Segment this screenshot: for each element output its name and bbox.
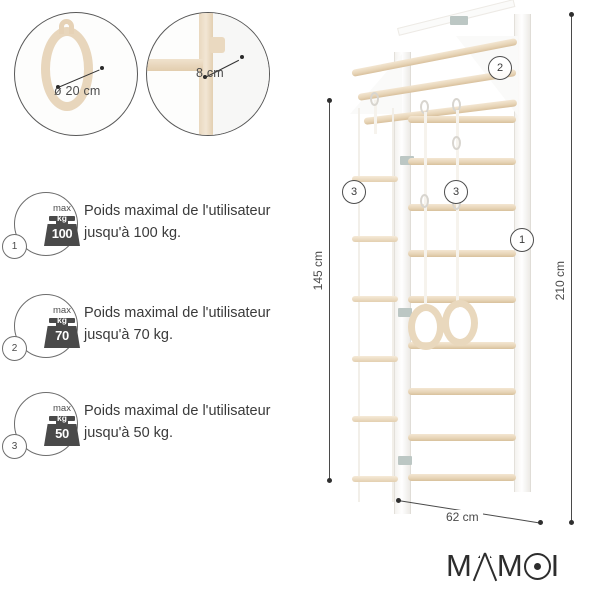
weight-neck [56, 420, 68, 425]
gymnastic-ring [408, 304, 444, 350]
weight-unit: kg [57, 413, 67, 423]
ladder-rung [408, 296, 516, 303]
weight-handle [49, 416, 75, 421]
callout-marker: 3 [342, 180, 366, 204]
dim-endpoint [327, 478, 332, 483]
dim-endpoint [240, 55, 244, 59]
wall-mount-bracket-icon [400, 156, 414, 165]
gymnastic-ring-icon [41, 27, 93, 111]
ladder-rung [408, 388, 516, 395]
ladder-rung [408, 116, 516, 123]
rope-ladder-rung [352, 476, 398, 482]
dimension-line-145 [329, 100, 330, 480]
logo-letter-a [473, 549, 497, 583]
capacity-description: Poids maximal de l'utilisateur jusqu'à 5… [84, 403, 271, 442]
dim-endpoint [327, 98, 332, 103]
dim-endpoint [396, 498, 401, 503]
weight-value: 50 [55, 426, 69, 441]
weight-glyph: 100 kg [44, 213, 80, 246]
weight-value: 100 [51, 226, 73, 241]
ladder-rung [408, 158, 516, 165]
rope-ladder-rung [352, 296, 398, 302]
detail-circle-ring [14, 12, 138, 136]
horizontal-beam [147, 59, 203, 71]
weight-handle [49, 216, 75, 221]
dim-endpoint [569, 520, 574, 525]
rope-ladder-cord [392, 108, 394, 502]
weight-block [44, 224, 80, 246]
dim-endpoint [538, 520, 543, 525]
gymnastic-ring [442, 300, 478, 346]
weight-block [44, 424, 80, 446]
wall-mount-bracket-icon [450, 16, 468, 25]
ring-strap [424, 112, 427, 308]
rope-ladder-rung [352, 356, 398, 362]
dimension-label-height-total: 210 cm [553, 258, 567, 304]
capacity-marker: 2 [2, 336, 27, 361]
logo-a-chevron [477, 549, 492, 558]
weight-unit: kg [57, 315, 67, 325]
capacity-row: max 70 kg 2 Poids maximal de l'utilisate… [0, 294, 320, 374]
rope-ladder-rung [352, 176, 398, 182]
rope-ladder-strap [374, 100, 377, 134]
weight-value: 70 [55, 328, 69, 343]
capacity-row: max 50 kg 3 Poids maximal de l'utilisate… [0, 392, 320, 472]
logo-letter-m2: M [496, 548, 524, 583]
carabiner-icon [452, 136, 461, 150]
ring-diameter-label: ø 20 cm [54, 84, 101, 98]
capacity-description: Poids maximal de l'utilisateur jusqu'à 1… [84, 203, 271, 242]
capacity-row: max 100 kg 1 Poids maximal de l'utilisat… [0, 192, 320, 272]
frame-rail-left [394, 52, 411, 514]
carabiner-icon [420, 194, 429, 208]
weight-neck [56, 322, 68, 327]
callout-marker: 1 [510, 228, 534, 252]
capacity-icon-circle: max 100 kg [14, 192, 80, 256]
callout-marker: 2 [488, 56, 512, 80]
weight-icon: max 100 kg [41, 203, 83, 249]
weight-icon: max 50 kg [41, 403, 83, 449]
ring-strap-icon [59, 19, 74, 34]
dimension-label-height-accessory: 145 cm [311, 248, 325, 294]
weight-unit: kg [57, 213, 67, 223]
logo-o-dot [533, 562, 541, 570]
weight-neck [56, 220, 68, 225]
dimension-label-width: 62 cm [442, 510, 483, 524]
dim-endpoint [569, 12, 574, 17]
capacity-marker: 1 [2, 234, 27, 259]
weight-block [44, 326, 80, 348]
capacity-description: Poids maximal de l'utilisateur jusqu'à 7… [84, 305, 271, 344]
dim-endpoint [100, 66, 104, 70]
wall-mount-bracket-icon [398, 456, 412, 465]
weight-handle [49, 318, 75, 323]
detail-circle-beam [146, 12, 270, 136]
wall-panel [213, 13, 269, 135]
weight-glyph: 70 kg [44, 315, 80, 348]
carabiner-icon [370, 92, 379, 106]
ladder-rung [408, 434, 516, 441]
product-illustration: 2 3 3 1 [336, 0, 566, 518]
rope-ladder-rung [352, 416, 398, 422]
logo-letter-m1: M [446, 548, 473, 583]
ladder-rung [408, 204, 516, 211]
brand-logo: M M I [446, 548, 560, 584]
max-label: max [53, 203, 71, 214]
ladder-rung [408, 474, 516, 481]
wall-mount-bracket-icon [398, 308, 412, 317]
beam-joint [209, 37, 225, 53]
weight-glyph: 50 kg [44, 413, 80, 446]
weight-icon: max 70 kg [41, 305, 83, 351]
capacity-marker: 3 [2, 434, 27, 459]
max-label: max [53, 403, 71, 414]
rope-ladder-cord [358, 108, 360, 502]
max-label: max [53, 305, 71, 316]
callout-marker: 3 [444, 180, 468, 204]
dimension-line-210 [571, 14, 572, 522]
logo-letter-i: I [550, 548, 561, 583]
rope-ladder-rung [352, 236, 398, 242]
beam-thickness-label: 8 cm [196, 66, 224, 80]
logo-letter-o [523, 552, 551, 580]
ladder-rung [408, 250, 516, 257]
